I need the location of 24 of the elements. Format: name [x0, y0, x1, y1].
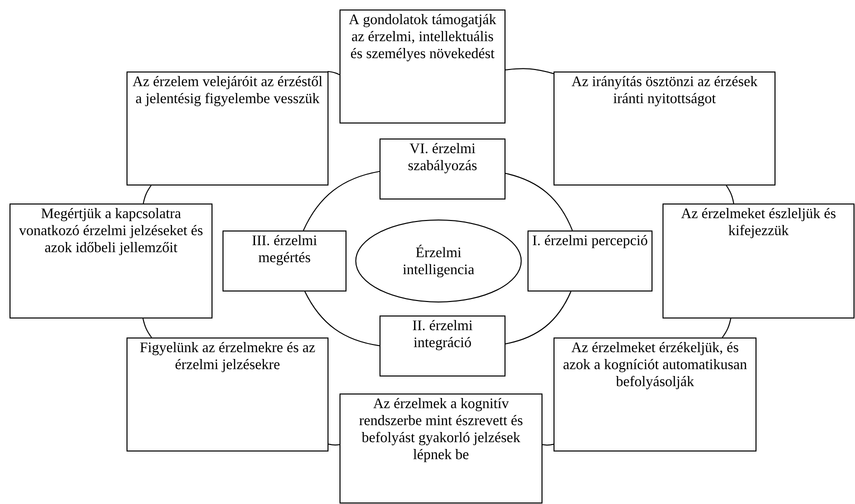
text-box: Megértjük a kapcsolatra vonatkozó érzelmi jelzéseket és azok időbeli jellemzőit — [10, 204, 212, 318]
connector-arc — [542, 444, 554, 446]
text-box: II. érzelmi integráció — [380, 316, 506, 376]
connector-arc — [726, 185, 734, 204]
connector-arc — [505, 68, 554, 74]
text-box: Az irányítás ösztönzi az érzések iránti nyitottságot — [554, 72, 776, 186]
text-box: I. érzelmi percepció — [528, 230, 652, 292]
connector-arc — [304, 291, 380, 346]
connector-arc — [722, 318, 732, 338]
text-box: A gondolatok támogatják az érzelmi, intellektuális és személyes növekedést — [340, 10, 506, 124]
connector-arc — [327, 71, 340, 76]
text-box: Az érzelmeket észleljük és kifejezzük — [662, 204, 854, 318]
connector-arc — [328, 444, 340, 446]
text-box: Figyelünk az érzelmekre és az érzelmi jelzésekre — [126, 338, 328, 452]
text-box: III. érzelmi megértés — [222, 230, 346, 292]
connector-arc — [302, 170, 380, 231]
connector-arc — [142, 318, 152, 338]
text-box: Az érzelmeket érzékeljük, és azok a kogníciót automatikusan befolyásolják — [554, 338, 756, 452]
connector-arc — [142, 185, 152, 204]
connector-arc — [505, 291, 572, 344]
connector-arc — [505, 172, 573, 231]
text-box: Az érzelmek a kognitív rendszerbe mint észrevett és befolyást gyakorló jelzések lépnek be — [340, 394, 542, 504]
text-box: VI. érzelmi szabályozás — [380, 138, 506, 200]
text-box: Az érzelem velejáróit az érzéstől a jelentésig figyelembe vesszük — [126, 72, 328, 186]
